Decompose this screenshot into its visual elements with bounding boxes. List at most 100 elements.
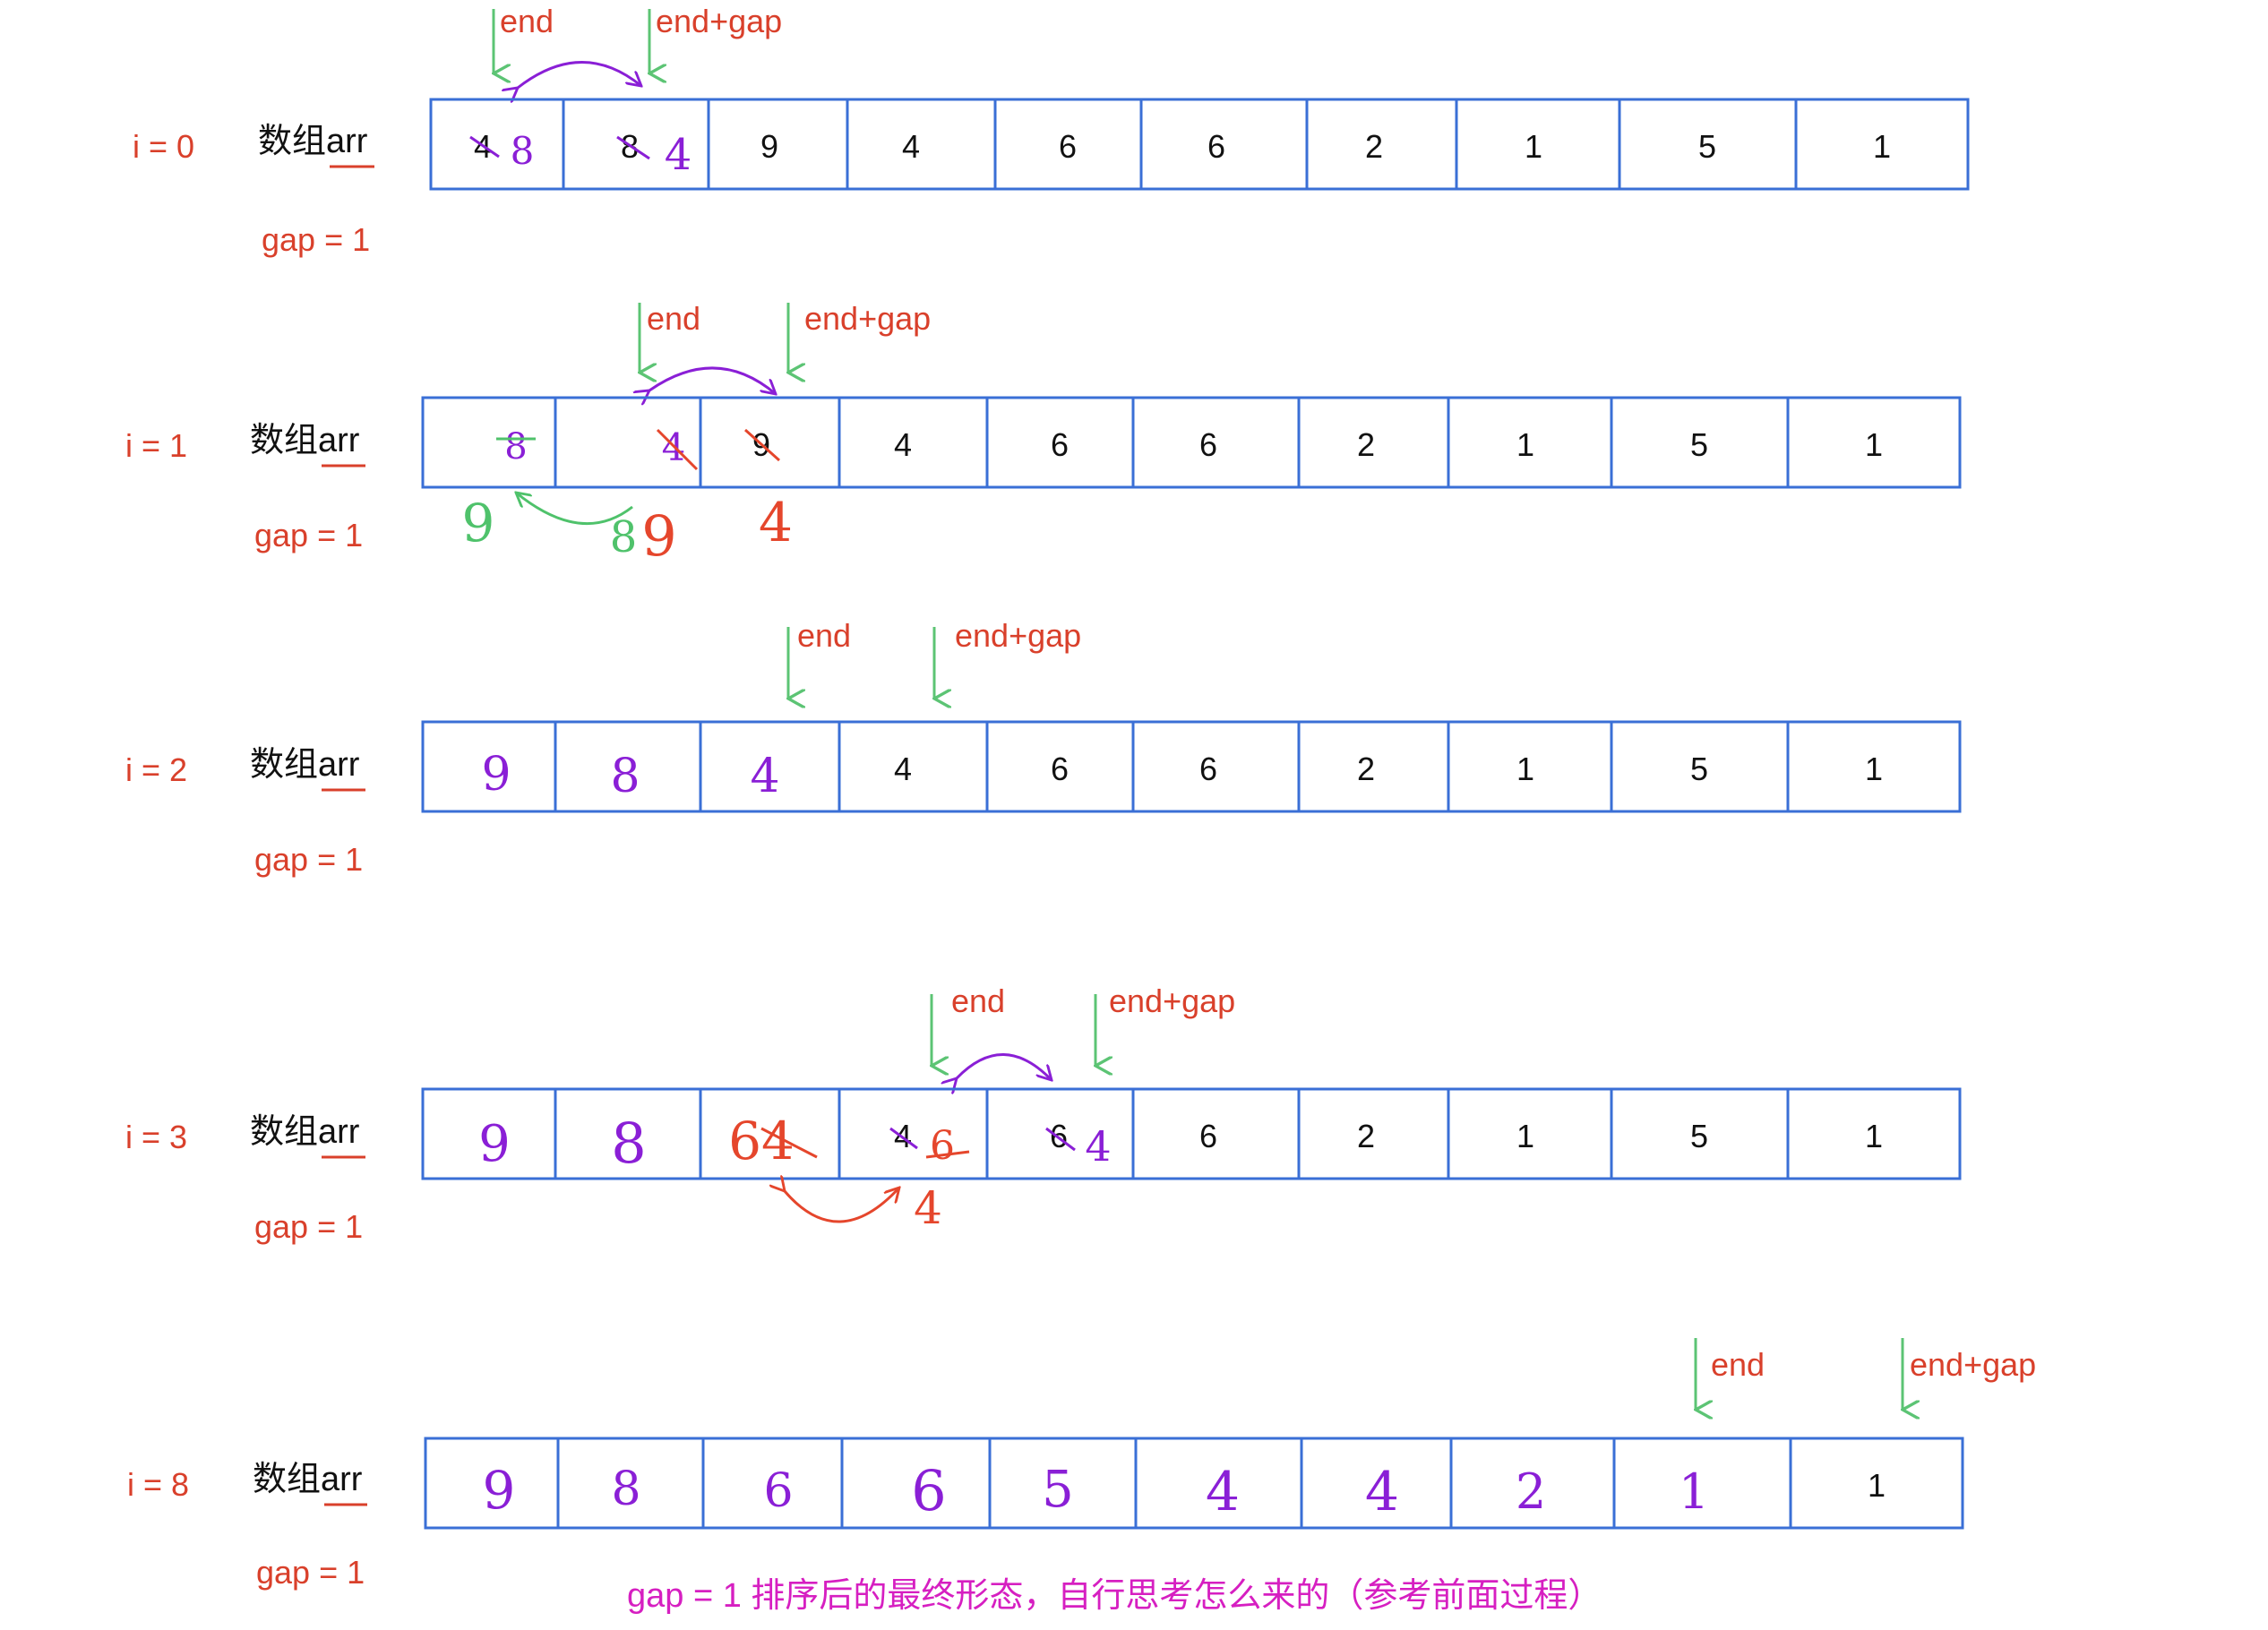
cell-9: 1 [1865,751,1883,787]
marker-end: end [640,300,700,373]
note-green-8: 8 [610,512,638,562]
row-i-3: i = 3 数组arr gap = 1 end end+gap 9 8 [125,982,1962,1245]
swap-arrow [649,366,776,394]
cell-7: 2 [1516,1463,1546,1520]
cell-3: 4 [894,426,912,463]
cell-8: 5 [1690,1118,1708,1154]
cell-4: 6 [1051,426,1069,463]
swap-arrow [957,1053,1052,1080]
i-label: i = 2 [125,751,187,788]
cell-5: 6 [1199,1118,1217,1154]
cell-9: 1 [1868,1467,1886,1504]
marker-end-gap: end+gap [1903,1338,2036,1410]
row-i-8: i = 8 数组arr gap = 1 end end+gap 9 8 6 6 [127,1338,2036,1615]
array-frame [421,396,1962,489]
gap-label: gap = 1 [254,517,363,553]
array-label: 数组arr [250,1113,360,1151]
cell-printed-value: 8 [504,426,527,468]
strike-mark [1045,1127,1076,1152]
array-frame [429,98,1970,191]
row-i-0: i = 0 数组arr gap = 1 end end+gap 4 [133,3,1970,258]
cell-printed-value: 6 [1050,1118,1068,1154]
cell-5: 6 [1207,128,1225,165]
strike-mark [469,135,500,159]
cell-9: 1 [1865,1118,1883,1154]
cell-1: 8 [611,1463,640,1516]
handwritten-notes: 4 [785,1182,942,1234]
cell-5: 6 [1199,426,1217,463]
handwritten-notes: 9 8 9 4 [462,492,793,569]
cell-6: 2 [1365,128,1383,165]
cell-4: 5 [1042,1461,1074,1519]
i-label: i = 3 [125,1119,187,1155]
array-cells: 8 4 9 4 6 6 2 1 5 1 [421,396,1962,489]
array-frame [421,720,1962,813]
svg-text:end+gap: end+gap [656,3,782,39]
cell-6: 2 [1357,751,1375,787]
cell-2: 9 [743,426,781,463]
cell-8: 1 [1679,1463,1709,1520]
cell-7: 1 [1516,1118,1534,1154]
row-i-1: i = 1 数组arr gap = 1 end end+gap 8 [125,300,1962,569]
svg-text:end: end [797,617,851,654]
array-cells: 9 8 6 6 5 4 4 2 1 1 [424,1437,1964,1530]
svg-text:end: end [1711,1346,1765,1383]
marker-end-gap: end+gap [934,617,1081,699]
cell-2: 9 [760,128,778,165]
cell-hand-value: 4 [1085,1122,1111,1171]
cell-8: 5 [1698,128,1716,165]
cell-2: 64 [728,1111,818,1171]
cell-5: 6 [1199,751,1217,787]
svg-text:end: end [951,982,1005,1019]
cell-hand-value: 8 [511,129,535,173]
final-note: gap = 1 排序后的最终形态，自行思考怎么来的（参考前面过程） [627,1577,1602,1615]
svg-text:end+gap: end+gap [955,617,1081,654]
cell-0: 9 [483,1460,516,1521]
gap-label: gap = 1 [262,221,370,258]
cell-3: 4 6 [889,1118,970,1169]
cell-hand-value: 6 [930,1123,955,1169]
note-red-4: 4 [914,1182,942,1234]
note-green-9: 9 [462,493,495,553]
strike-mark [656,428,699,471]
cell-0: 9 [478,1115,511,1173]
gap-label: gap = 1 [254,1208,363,1245]
marker-end: end [494,3,554,73]
cell-7: 1 [1516,751,1534,787]
cell-1: 8 [611,1111,646,1176]
red-swap-arrow [785,1188,899,1223]
cell-2: 6 [763,1464,793,1518]
svg-text:end+gap: end+gap [1109,982,1235,1019]
array-cells: 9 8 64 4 6 6 4 6 2 1 5 1 [421,1087,1962,1180]
svg-text:end+gap: end+gap [804,300,931,337]
cell-5: 4 [1206,1461,1240,1523]
cell-4: 6 [1059,128,1077,165]
gap-label: gap = 1 [254,841,363,878]
cell-6: 2 [1357,1118,1375,1154]
array-label: 数组arr [250,422,360,459]
cell-6: 2 [1357,426,1375,463]
cell-7: 1 [1516,426,1534,463]
marker-end-gap: end+gap [1095,982,1235,1066]
cell-4: 6 [1051,751,1069,787]
i-label: i = 0 [133,128,194,165]
cell-0: 8 [496,426,536,468]
cell-3: 6 [911,1458,946,1523]
cell-3: 4 [894,751,912,787]
green-swap-arrow [516,493,633,525]
i-label: i = 1 [125,427,187,464]
array-cells: 4 8 8 4 9 4 6 6 2 1 5 1 [429,98,1970,191]
marker-end-gap: end+gap [788,300,931,373]
array-label: 数组arr [250,746,360,784]
strike-mark [743,428,781,462]
cell-4: 6 4 [1045,1118,1112,1171]
marker-end: end [788,617,851,699]
array-frame [421,1087,1962,1180]
cell-8: 5 [1690,426,1708,463]
cell-9: 1 [1865,426,1883,463]
cell-0: 4 8 [469,128,535,173]
array-label: 数组arr [253,1461,363,1498]
cell-6: 4 [1365,1461,1399,1523]
svg-text:end+gap: end+gap [1910,1346,2036,1383]
